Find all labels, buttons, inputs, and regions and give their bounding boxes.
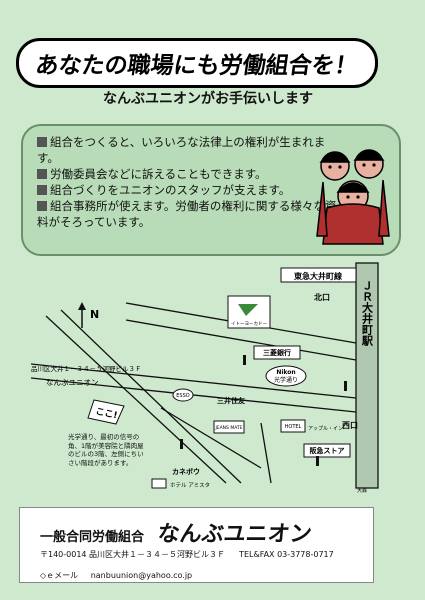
benefits-box: 組合をつくると、いろいろな法律上の権利が生まれます。 労働委員会などに訴えること… [21, 124, 401, 256]
esso-label: ESSO [176, 393, 190, 399]
email-link[interactable]: nanbuunion@yahoo.co.jp [90, 571, 193, 580]
hankyu-store [303, 443, 351, 458]
org-name: なんぶユニオン [156, 522, 314, 547]
benefit-item: 労働委員会などに訴えることもできます。 [37, 166, 337, 182]
directions-note: 光学通り、最初の信号の角、1階が美容院と隣肉屋のビルの3階、左側にちいさい階段が… [68, 433, 144, 467]
benefit-item: 組合をつくると、いろいろな法律上の権利が生まれます。 [37, 135, 326, 165]
hotel-amista-building [151, 478, 167, 489]
bullet-icon [37, 185, 47, 195]
page-title: あなたの職場にも労働組合を！ [33, 53, 360, 79]
union-label: なんぶユニオン [46, 378, 99, 387]
hotel-building [280, 419, 306, 433]
tokyu-line-label: 東急大井町線 [294, 271, 342, 281]
here-marker: ここ! [87, 399, 125, 425]
nishiguchi-label: 西口 [342, 421, 358, 430]
svg-text:ここ!: ここ! [95, 406, 119, 421]
bullet-icon [37, 137, 47, 147]
north-arrow-icon [78, 302, 86, 328]
nikon-label: Nikon [276, 369, 295, 376]
contact-footer: 一般合同労働組合 なんぶユニオン 〒140-0014 品川区大井１－３４－５河野… [19, 507, 374, 583]
workers-illustration [316, 149, 390, 245]
footer-tel: TEL&FAX 03-3778-0717 [239, 550, 334, 559]
shinagawa-label: 品川 [362, 258, 372, 259]
benefit-item: 組合づくりをユニオンのスタッフが支えます。 [37, 182, 337, 198]
ito-yokado-label: イトーヨーカドー [231, 321, 267, 327]
org-type: 一般合同労働組合 [40, 530, 145, 545]
bullet-icon [37, 201, 47, 211]
tokyu-line [280, 267, 357, 283]
north-label: N [90, 308, 99, 321]
jeans-mate-label: JEANS MATE [214, 425, 242, 431]
address-label: 品川区大井１－３４－５河野ビル３Ｆ [31, 364, 142, 373]
omori-label: 大森 [357, 487, 367, 494]
nikon-marker [265, 365, 307, 387]
mitsui-label: 三井住友 [217, 396, 245, 405]
mitsubishi-bank [253, 345, 301, 360]
jr-rail [355, 262, 379, 489]
apple-inn-label: アップル・イン [308, 426, 343, 432]
kanebo-label: カネボウ [172, 467, 200, 476]
jeans-mate [213, 420, 245, 434]
hotel-amista-label: ホテル アミスタ [170, 481, 210, 489]
page-subtitle: なんぶユニオンがお手伝いします [103, 91, 313, 107]
hankyu-store-label: 阪急ストア [310, 446, 345, 455]
hotel-label: HOTEL [285, 424, 302, 430]
footer-address: 〒140-0014 品川区大井１－３４－５河野ビル３Ｆ [40, 550, 226, 559]
bullet-icon [37, 169, 47, 179]
header-banner: あなたの職場にも労働組合を！ [16, 38, 378, 88]
esso-marker [172, 388, 194, 402]
benefit-item: 組合事務所が使えます。労働者の権利に関する様々な資料がそろっています。 [37, 199, 337, 229]
kogaku-dori-label: 光学通り [274, 376, 298, 384]
email-label: ◇ｅメール [40, 571, 79, 580]
jr-station-label: ＪＲ大井町駅 [361, 279, 375, 346]
traffic-light-icon [180, 355, 347, 466]
mitsubishi-bank-label: 三菱銀行 [263, 348, 291, 357]
access-map: ＪＲ大井町駅 品川 大森 東急大井町線 北口 N イトーヨーカドー 三菱銀行 N… [30, 258, 379, 494]
kitaguchi-label: 北口 [314, 292, 330, 302]
